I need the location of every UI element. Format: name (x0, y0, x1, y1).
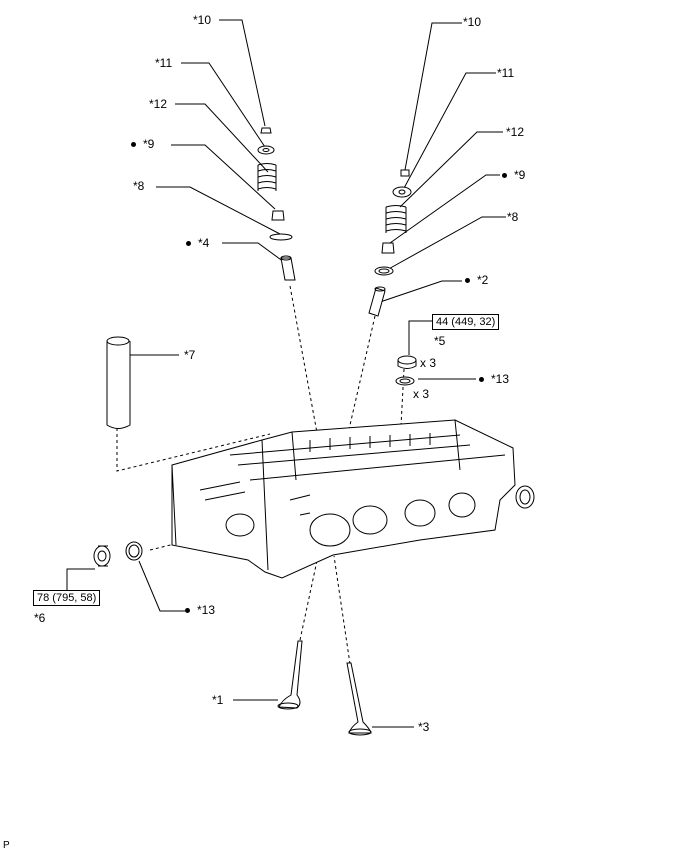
label-1: *1 (212, 693, 224, 707)
spring-retainer-right (392, 186, 412, 198)
valve-spring-left (257, 163, 277, 191)
label-7: *7 (184, 348, 196, 362)
spring-seat-left (269, 233, 293, 241)
quantity-plug: x 3 (420, 356, 437, 370)
quantity-gasket: x 3 (413, 387, 430, 401)
new-part-dot-icon (186, 241, 191, 247)
label-11-right: *11 (497, 66, 515, 80)
torque-spec-5: 44 (449, 32) (432, 314, 500, 330)
new-part-dot-icon (502, 173, 507, 179)
label-5: *5 (434, 334, 446, 348)
stem-oil-seal-right (381, 242, 395, 254)
plug-left (93, 545, 111, 567)
new-part-dot-icon (185, 608, 190, 614)
label-4: *4 (186, 236, 209, 250)
valve-stem-key-right (400, 169, 410, 177)
spring-retainer-left (257, 145, 275, 155)
corner-mark: P (3, 840, 10, 851)
label-11-left: *11 (155, 56, 173, 70)
exhaust-valve (346, 662, 372, 736)
spring-seat-right (374, 266, 394, 276)
valve-guide-right (368, 286, 386, 317)
label-8-left: *8 (133, 179, 145, 193)
plug-x3 (397, 355, 417, 369)
new-part-dot-icon (479, 377, 484, 383)
label-6: *6 (34, 611, 46, 625)
cylinder-head (171, 419, 535, 579)
torque-spec-6: 78 (795, 58) (33, 590, 101, 606)
label-9-right: *9 (502, 168, 525, 182)
gasket-left (125, 541, 143, 561)
label-10-left: *10 (193, 13, 212, 27)
label-9-left: *9 (131, 137, 154, 151)
label-12-right: *12 (506, 125, 525, 139)
stem-oil-seal-left (271, 210, 285, 221)
label-13-right: *13 (479, 372, 509, 386)
label-10-right: *10 (463, 15, 482, 29)
label-3: *3 (418, 720, 430, 734)
label-12-left: *12 (149, 97, 168, 111)
spark-plug-tube (106, 336, 131, 429)
label-13-left: *13 (185, 603, 215, 617)
new-part-dot-icon (131, 142, 136, 148)
valve-guide-left (280, 255, 296, 281)
new-part-dot-icon (465, 278, 470, 284)
valve-stem-key-left (260, 127, 272, 134)
label-2: *2 (465, 273, 488, 287)
intake-valve (277, 640, 303, 710)
label-8-right: *8 (507, 210, 519, 224)
gasket-x3 (395, 376, 415, 386)
valve-spring-right (385, 205, 407, 233)
